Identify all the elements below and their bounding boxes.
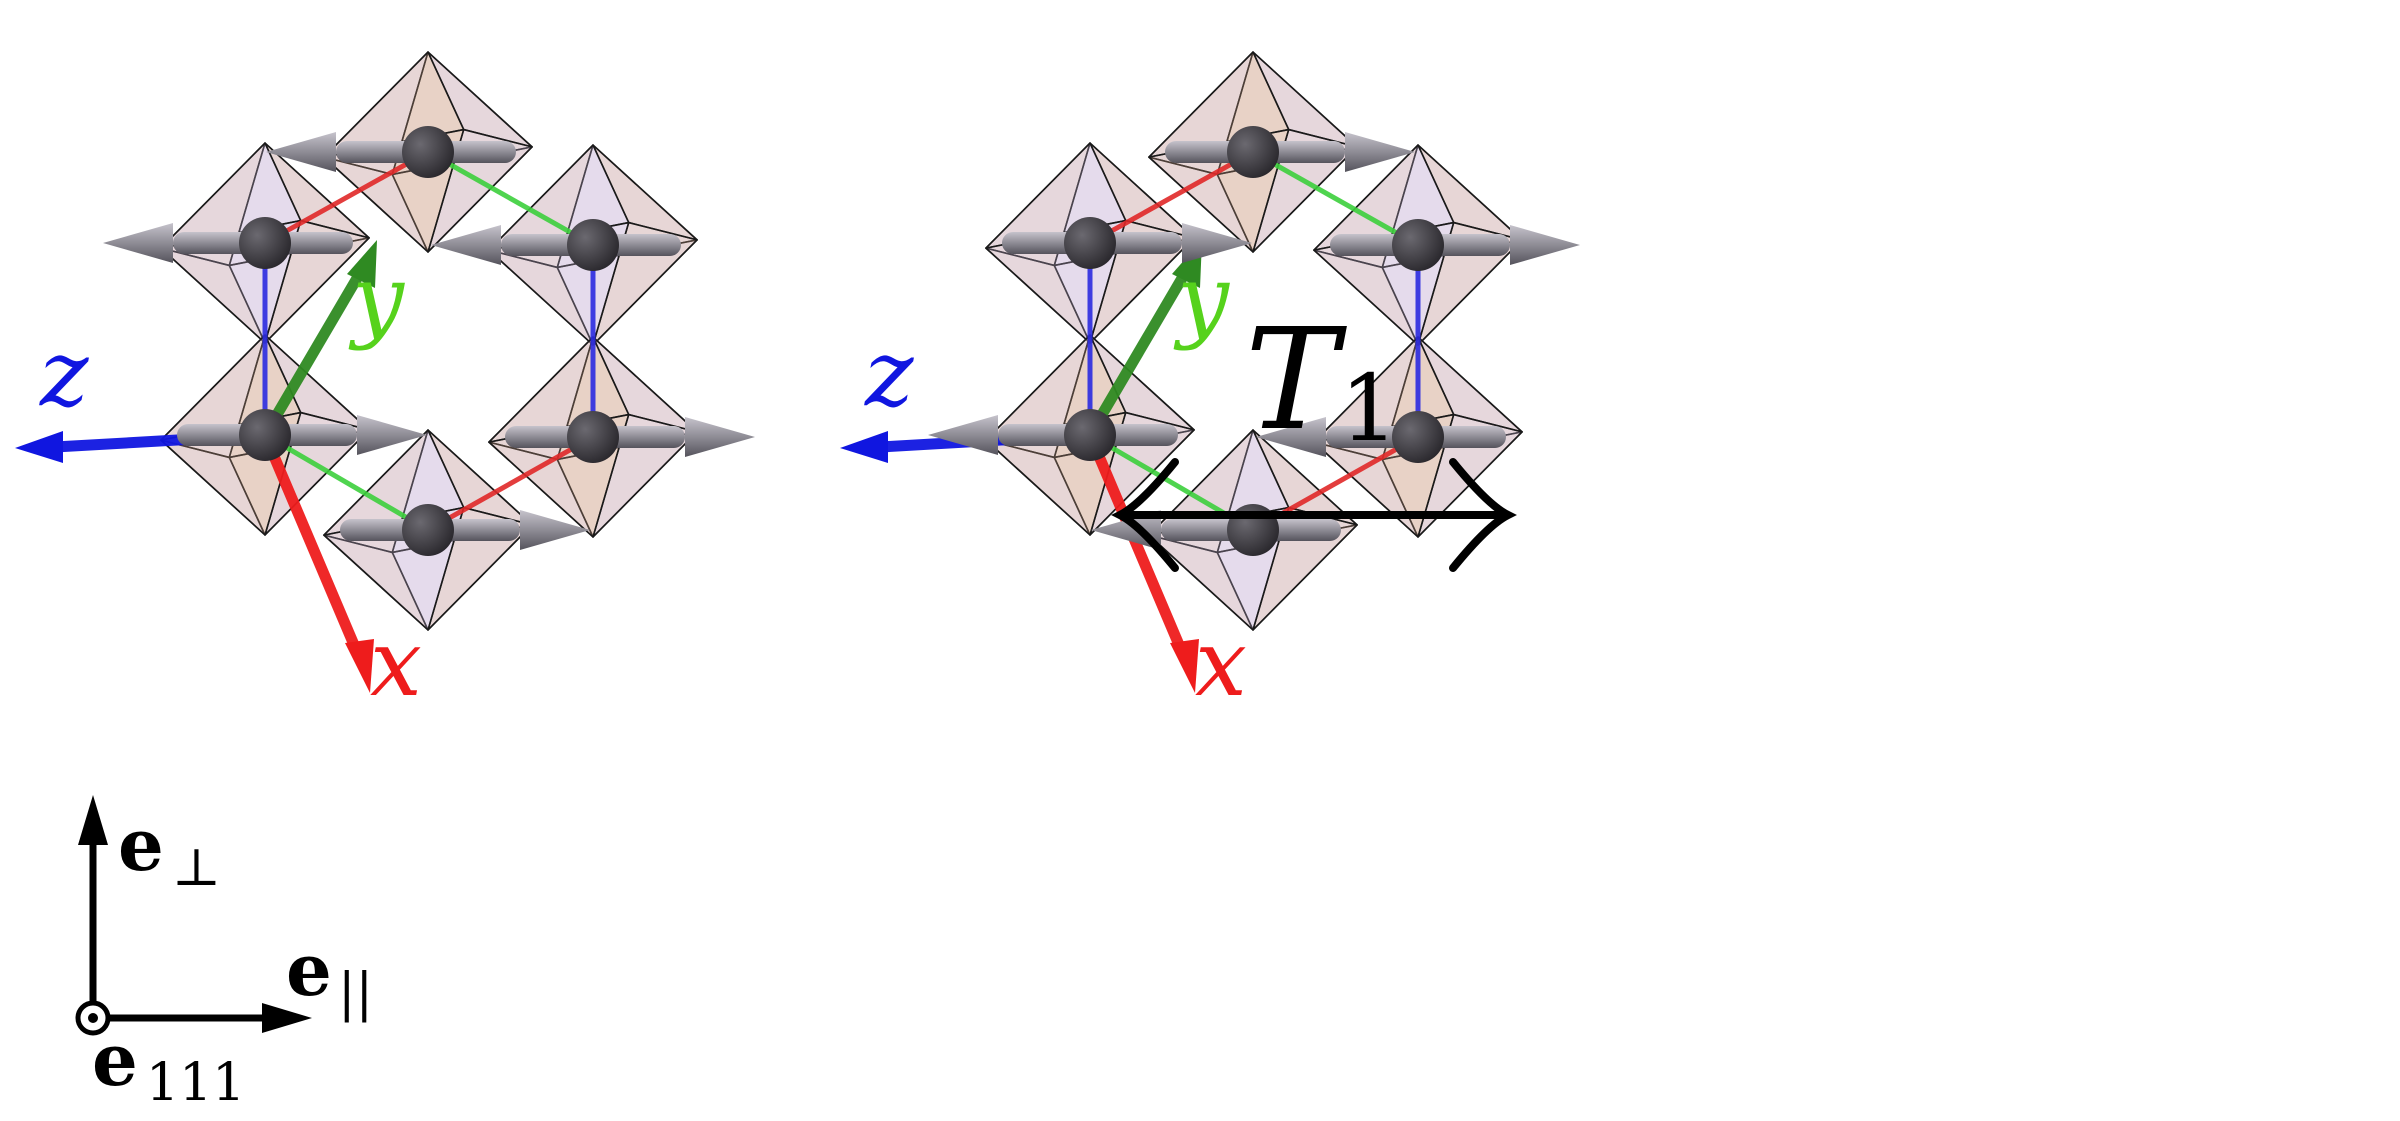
spin-arrow — [1002, 217, 1252, 269]
spin-head — [1256, 417, 1326, 457]
e-par-subscript: || — [338, 963, 373, 1023]
x-axis-label: x — [370, 610, 422, 717]
spin-head — [520, 510, 590, 550]
spin-layer — [103, 126, 755, 556]
spin-head — [103, 223, 173, 263]
spin-arrow — [505, 411, 755, 463]
spin-head — [431, 225, 501, 265]
spin-arrow — [177, 409, 427, 461]
spin-arrow — [103, 217, 353, 269]
y-axis-label: y — [348, 245, 405, 352]
x-axis-head — [1170, 639, 1199, 693]
bond-layer — [262, 149, 596, 533]
bond-layer — [1087, 149, 1421, 533]
spin-arrow — [928, 409, 1178, 461]
atom — [567, 219, 619, 271]
bond — [1251, 149, 1420, 248]
y-axis-shaft — [260, 265, 368, 438]
spin-head — [685, 417, 755, 457]
e-111-subscript: 111 — [146, 1053, 245, 1113]
panel-left-cluster: y z x — [15, 51, 755, 717]
global-basis: e ⊥ e || e 111 — [75, 795, 373, 1113]
double-headed-arrow-icon — [1111, 458, 1517, 572]
x-axis-head — [345, 639, 374, 693]
e-perp-subscript: ⊥ — [172, 838, 221, 898]
spin-head — [1510, 225, 1580, 265]
axis-labels: y z x — [39, 245, 422, 717]
spin-head — [1182, 223, 1252, 263]
x-axis-label: x — [1195, 610, 1247, 717]
spin-head — [357, 415, 427, 455]
spin-layer — [928, 126, 1580, 556]
spin-arrow — [1256, 411, 1506, 463]
axis-labels: y z x — [864, 245, 1247, 717]
spin-head — [928, 415, 998, 455]
bond — [263, 432, 430, 533]
spin-arrow — [1165, 126, 1415, 178]
y-axis-label: y — [1173, 245, 1230, 352]
z-axis-label: z — [39, 320, 89, 427]
spin-head — [1345, 132, 1415, 172]
atom — [239, 409, 291, 461]
x-axis-shaft — [259, 432, 366, 662]
e-par-arrowhead — [262, 1003, 312, 1033]
e-perp-label: e — [118, 802, 164, 887]
spin-arrow — [1330, 219, 1580, 271]
z-axis-head — [840, 431, 888, 463]
spin-arrow — [266, 126, 516, 178]
e-111-label: e — [92, 1017, 138, 1102]
atom — [567, 411, 619, 463]
x-axis-shaft — [1084, 432, 1191, 662]
atom — [1064, 409, 1116, 461]
bond — [1088, 149, 1255, 246]
local-axes — [15, 240, 377, 693]
transform-indicator: T 1 — [1111, 299, 1517, 572]
y-axis-shaft — [1085, 265, 1193, 438]
bond — [263, 149, 430, 246]
atom — [239, 217, 291, 269]
spin-arrow — [340, 504, 590, 556]
y-axis-head — [347, 240, 377, 288]
spin-arrow — [431, 219, 681, 271]
atom — [1392, 411, 1444, 463]
z-axis-label: z — [864, 320, 914, 427]
atom — [402, 504, 454, 556]
panel-right-cluster: y z x — [840, 51, 1580, 717]
atom — [1064, 217, 1116, 269]
z-axis-head — [15, 431, 63, 463]
e-perp-arrowhead — [78, 795, 108, 845]
bond — [426, 149, 595, 248]
e-par-label: e — [286, 927, 332, 1012]
circled-dot-icon — [75, 1000, 111, 1036]
spin-head — [266, 132, 336, 172]
atom — [402, 126, 454, 178]
bond — [426, 434, 595, 533]
transform-label: T — [1245, 299, 1347, 462]
atom — [1227, 126, 1279, 178]
spin-head — [1091, 510, 1161, 550]
atom — [1392, 219, 1444, 271]
transform-subscript: 1 — [1340, 355, 1399, 462]
